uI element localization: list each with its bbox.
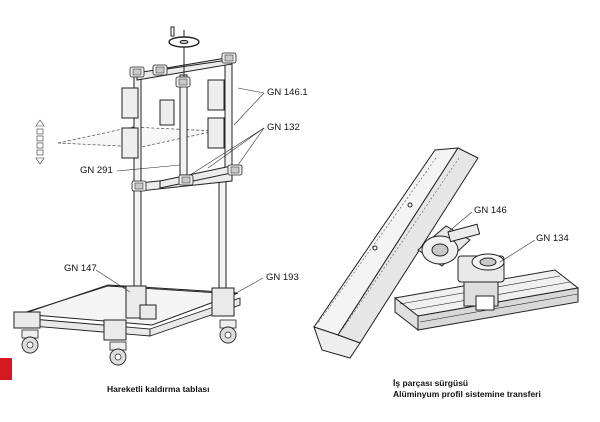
label-gn-134: GN 134 [536,233,569,244]
handwheel [168,26,200,78]
column-right [218,179,227,299]
caption-lifting-table: Hareketli kaldırma tablası [107,384,210,394]
workpiece-slide-drawing [313,147,580,359]
label-gn-132: GN 132 [267,122,300,133]
label-gn-147: GN 147 [64,263,97,274]
caption-workpiece-slide: İş parçası sürgüsü [393,378,469,388]
label-gn-146-1: GN 146.1 [267,87,308,98]
lifting-table-drawing [13,26,265,366]
label-gn-146: GN 146 [474,205,507,216]
label-gn-291: GN 291 [80,165,113,176]
swivel-clamp [417,223,481,267]
brand-badge-icon [0,358,12,380]
up-down-arrows [35,119,45,165]
caption-profile-transfer: Alüminyum profil sistemine transferi [393,389,541,399]
base-clamp [457,253,505,311]
label-gn-193: GN 193 [266,272,299,283]
